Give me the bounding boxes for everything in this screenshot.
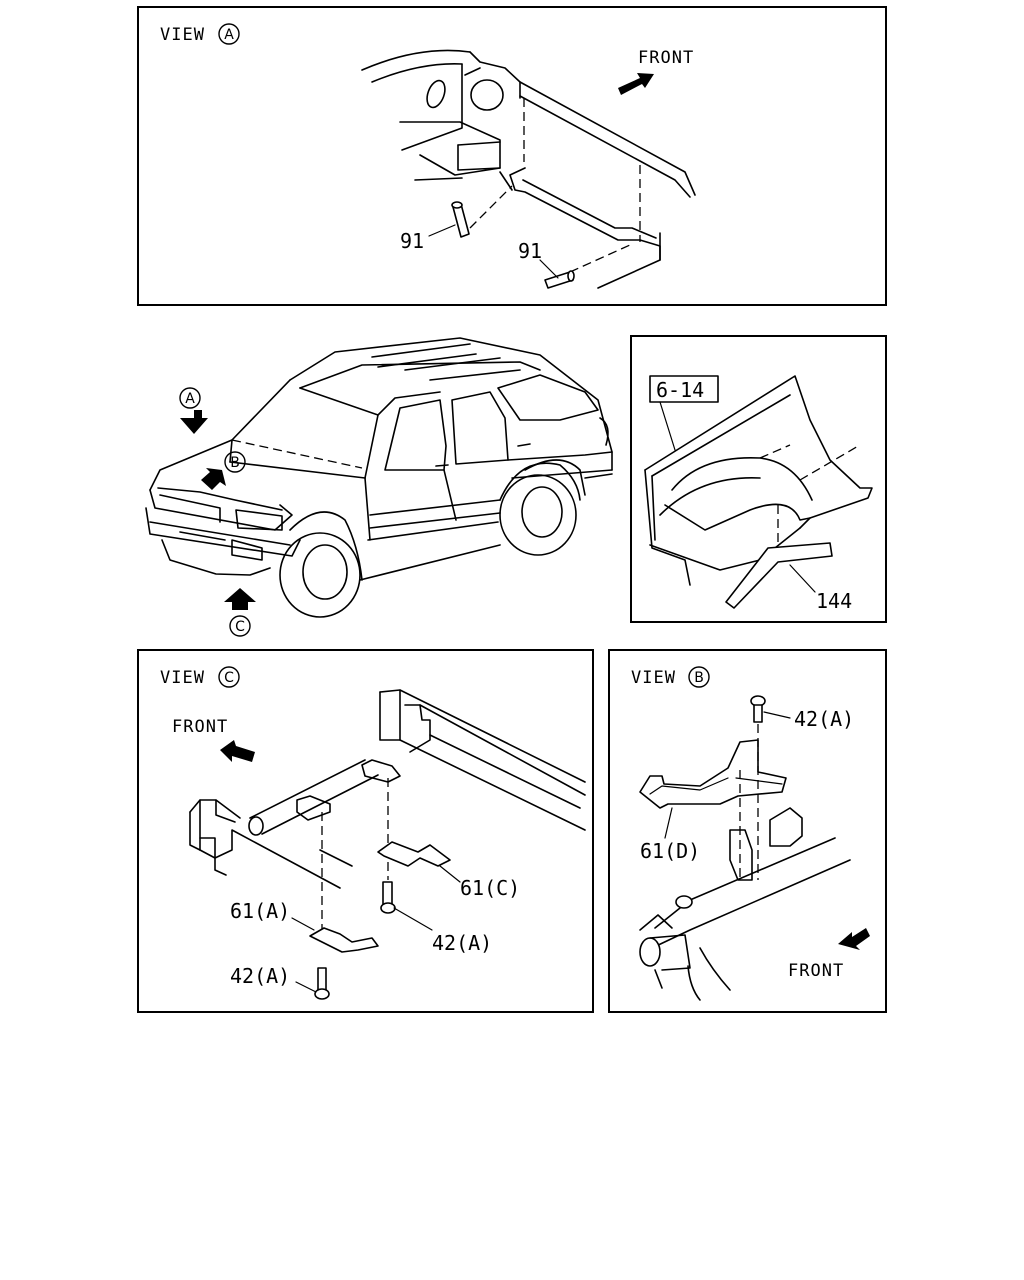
view-c-title-letter: C xyxy=(224,670,234,686)
bracket-61d xyxy=(639,739,787,809)
view-c-frame xyxy=(137,649,594,1013)
fender-panel: 6-14 144 xyxy=(630,335,887,623)
bracket-61a xyxy=(309,927,379,953)
bolt-42a-lower xyxy=(314,967,330,1000)
bolt-42a xyxy=(750,695,766,723)
view-b-panel: VIEW B FRONT 42(A) 61(D) xyxy=(608,649,887,1013)
view-a-title-letter: A xyxy=(224,27,234,43)
callout-42a-lower: 42(A) xyxy=(230,964,290,988)
view-direction-arrow-icon xyxy=(201,468,226,490)
view-a-front-label: FRONT xyxy=(638,48,694,68)
view-a-panel: VIEW A FRONT xyxy=(137,6,887,306)
callout-61a: 61(A) xyxy=(230,899,290,923)
circled-letter-icon: C xyxy=(229,615,251,637)
boxed-ref-label: 6-14 xyxy=(656,378,704,402)
view-b-front-label: FRONT xyxy=(788,961,844,981)
arrow-c-letter: C xyxy=(235,619,245,635)
view-c-panel: VIEW C FRONT xyxy=(137,649,594,1013)
view-c-front-label: FRONT xyxy=(172,717,228,737)
fender-frame xyxy=(630,335,887,623)
callout-91-b: 91 xyxy=(518,239,542,263)
circled-letter-icon: C xyxy=(218,666,240,688)
front-arrow-icon xyxy=(618,73,654,95)
bracket-61c xyxy=(377,841,451,867)
callout-91-a: 91 xyxy=(400,229,424,253)
callout-61c: 61(C) xyxy=(460,876,520,900)
bolt-42a-upper xyxy=(380,881,396,914)
view-b-title-letter: B xyxy=(694,670,704,686)
circled-letter-icon: A xyxy=(179,387,201,409)
view-a-frame xyxy=(137,6,887,306)
part-144-seal xyxy=(725,542,833,609)
callout-144: 144 xyxy=(816,589,852,613)
view-direction-arrow-icon xyxy=(224,588,256,610)
circled-letter-icon: A xyxy=(218,23,240,45)
arrow-a-letter: A xyxy=(185,391,195,407)
callout-42a-upper: 42(A) xyxy=(432,931,492,955)
view-c-title-word: VIEW xyxy=(160,668,205,688)
front-arrow-icon xyxy=(838,928,870,950)
circled-letter-icon: B xyxy=(224,451,246,473)
view-b-frame xyxy=(608,649,887,1013)
front-arrow-icon xyxy=(220,740,255,762)
callout-61d: 61(D) xyxy=(640,839,700,863)
vehicle-illustration: A B C xyxy=(145,337,613,637)
view-direction-arrow-icon xyxy=(180,410,208,434)
arrow-b-letter: B xyxy=(230,455,240,471)
view-b-title-word: VIEW xyxy=(631,668,676,688)
pin-91-lower xyxy=(544,270,575,289)
callout-42a: 42(A) xyxy=(794,707,854,731)
view-a-title-word: VIEW xyxy=(160,25,205,45)
pin-91-upper xyxy=(451,201,470,238)
boxed-reference xyxy=(649,375,719,403)
circled-letter-icon: B xyxy=(688,666,710,688)
